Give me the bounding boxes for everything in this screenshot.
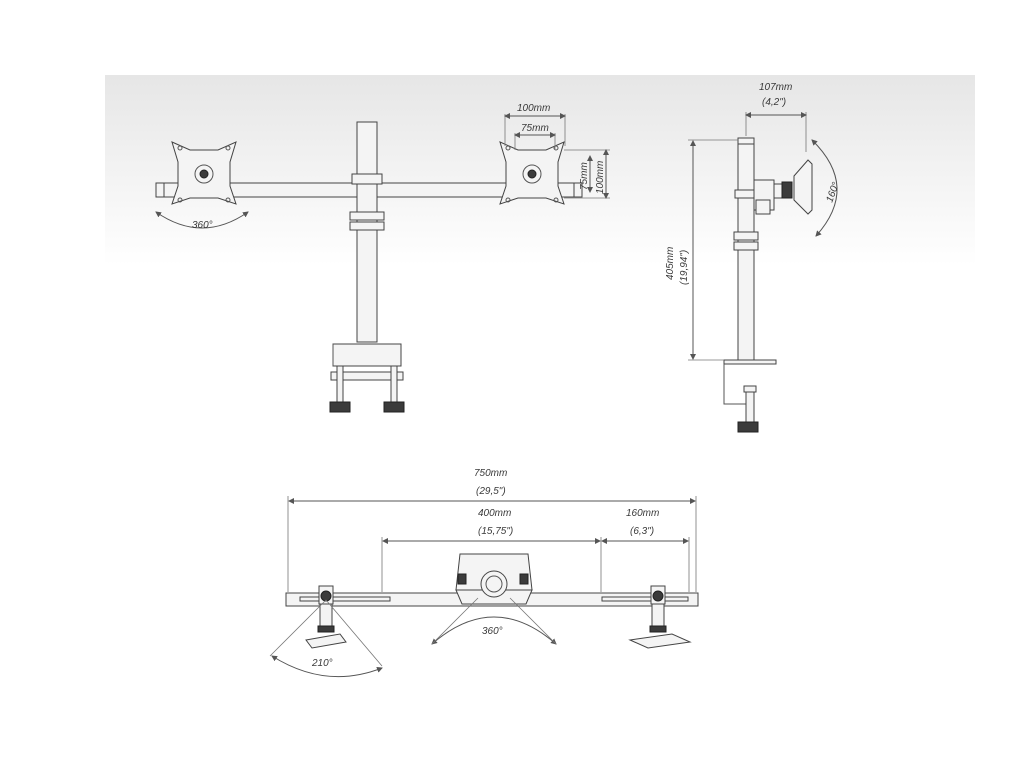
top-left-head [305,585,347,649]
side-tilt-arc [811,139,838,237]
top-center-in-label: (15,75") [478,526,513,537]
top-center-rotation-label: 360° [482,626,503,637]
top-arm-in-label: (6,3") [630,526,654,537]
front-vesa-plate-right [499,141,565,205]
side-view: 160° 107mm (4,2") 405mm (19,94") [665,82,842,433]
top-center-rotation-arc [431,616,557,645]
top-arm-mm-label: 160mm [626,508,659,519]
front-view: 360° 100mm 75mm 75mm 100mm [155,103,610,413]
side-desk-clamp [723,364,746,405]
front-rotation-label: 360° [192,220,213,231]
top-side-rotation-label: 210° [311,658,333,669]
top-right-head [628,585,692,649]
top-view: 360° 210° 750mm (29,5") 4 [269,468,699,678]
side-height-mm-label: 405mm [665,247,676,280]
top-total-in-label: (29,5") [476,486,506,497]
top-side-rotation-arc [271,655,383,678]
front-vesa-plate-left [171,141,237,205]
vesa-75-label: 75mm [521,123,549,134]
front-pole [356,121,378,343]
top-center-mm-label: 400mm [478,508,511,519]
side-depth-mm-label: 107mm [759,82,792,93]
vesa-100-label: 100mm [517,103,550,114]
front-desk-clamp [329,343,405,413]
side-height-in-label: (19,94") [679,250,690,285]
vesa-v100-label: 100mm [595,161,606,194]
side-depth-in-label: (4,2") [762,97,786,108]
top-center-mount [455,553,533,605]
top-total-mm-label: 750mm [474,468,507,479]
front-rotation-arc [155,211,249,229]
vesa-v75-label: 75mm [579,162,590,190]
